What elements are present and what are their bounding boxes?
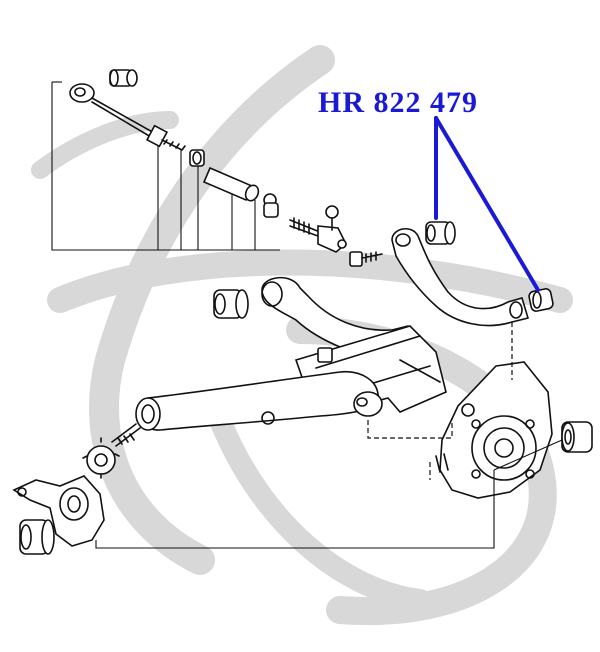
sleeve-tube: [202, 166, 260, 202]
assembly-dashes: [367, 322, 513, 480]
washer-nut: [263, 193, 279, 218]
threaded-stud: [111, 423, 141, 447]
bushing-right: [561, 421, 593, 453]
highlighted-bushing-lower: [528, 288, 554, 312]
bracket-lower-left: [12, 475, 105, 547]
upper-control-arm: [391, 228, 530, 327]
bolt-small: [349, 251, 383, 267]
explode-lines-lower: [95, 439, 563, 549]
part-number-label: HR 822 479: [318, 86, 478, 119]
ball-joint-link: [289, 205, 348, 253]
knuckle-hub: [435, 361, 553, 499]
toothed-washer: [82, 437, 120, 479]
highlighted-bushing-upper: [425, 221, 456, 245]
bushing-top: [109, 69, 138, 87]
bushing-lower-left: [19, 519, 55, 555]
lower-control-arm: [135, 371, 383, 431]
callout-lines: [434, 116, 540, 292]
watermark-logo: [31, 45, 573, 626]
explode-lines-upper: [51, 81, 280, 251]
bushing-left-mid: [213, 289, 249, 319]
nut-upper: [189, 149, 205, 167]
adjusting-rod: [69, 83, 186, 151]
